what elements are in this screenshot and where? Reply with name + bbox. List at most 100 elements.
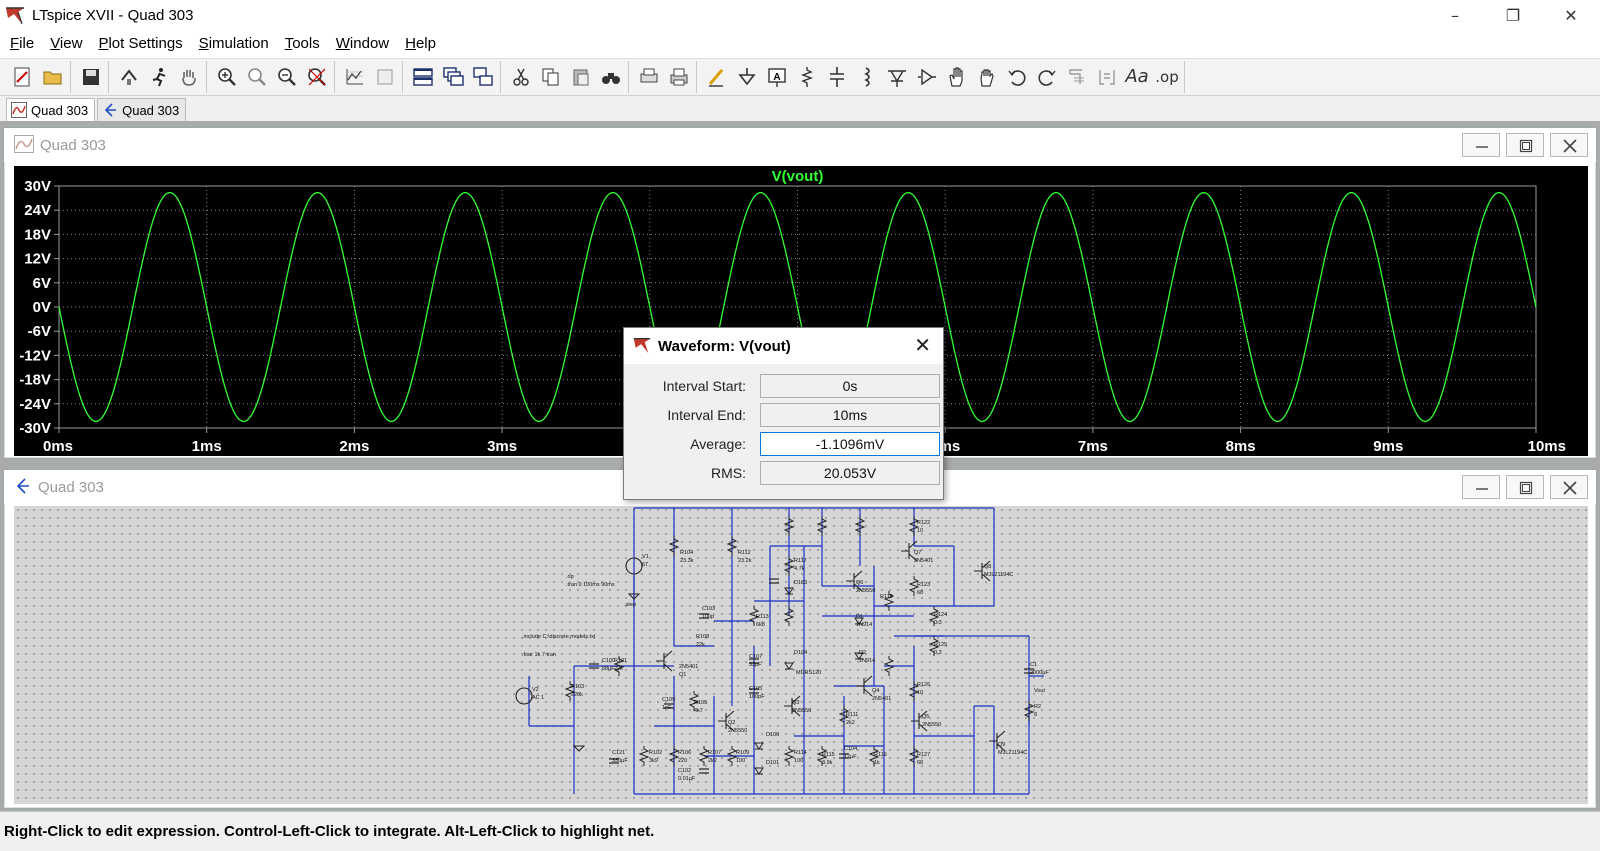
ground-icon[interactable] — [733, 63, 761, 91]
component-label[interactable]: 23.2k — [738, 558, 752, 564]
component-label[interactable]: R123 — [917, 582, 930, 588]
autorange-icon[interactable] — [341, 63, 369, 91]
child-maximize-button[interactable] — [1506, 133, 1544, 157]
component-label[interactable]: R122 — [917, 520, 930, 526]
component-label[interactable]: Q1 — [679, 672, 686, 678]
interval-end-field[interactable]: 10ms — [760, 403, 940, 427]
resistor-symbol[interactable] — [928, 636, 940, 656]
component-label[interactable]: 2N5401 — [914, 558, 933, 564]
resistor-symbol[interactable] — [883, 656, 895, 676]
component-label[interactable]: .include C:\discrete models.txt — [522, 634, 596, 640]
waveform-window-titlebar[interactable]: Quad 303 — [4, 128, 1596, 162]
component-label[interactable]: R109 — [736, 750, 749, 756]
transistor-symbol[interactable] — [974, 560, 991, 582]
component-label[interactable]: 33pF — [749, 662, 762, 668]
ground-symbol[interactable] — [627, 593, 641, 600]
control-panel-icon[interactable] — [115, 63, 143, 91]
component-label[interactable]: C104 — [844, 746, 857, 752]
component-label[interactable]: 330µF — [612, 758, 628, 764]
component-label[interactable]: .tran 0 100ms 90ms — [566, 582, 615, 588]
resistor-symbol[interactable] — [638, 746, 650, 766]
component-label[interactable]: 12µF — [844, 754, 857, 760]
component-label[interactable]: 2N5550 — [728, 728, 747, 734]
component-label[interactable]: 1N914 — [856, 622, 872, 628]
component-label[interactable]: R114 — [794, 750, 807, 756]
resistor-symbol[interactable] — [726, 746, 738, 766]
voltage-source-symbol[interactable] — [625, 557, 643, 575]
component-label[interactable]: .step — [624, 602, 636, 608]
component-label[interactable]: R113 — [756, 614, 769, 620]
cut-icon[interactable] — [507, 63, 535, 91]
component-label[interactable]: 10 — [917, 690, 923, 696]
transistor-symbol[interactable] — [718, 710, 735, 732]
component-label[interactable]: R103 — [571, 684, 584, 690]
component-label[interactable]: 2k2 — [846, 720, 855, 726]
diode-icon[interactable] — [883, 63, 911, 91]
resistor-icon[interactable] — [793, 63, 821, 91]
component-label[interactable]: V1 — [642, 554, 649, 560]
resistor-symbol[interactable] — [668, 746, 680, 766]
tab-waveform[interactable]: Quad 303 — [6, 98, 96, 121]
close-button[interactable]: ✕ — [1564, 5, 1578, 25]
component-label[interactable]: 100 — [736, 758, 745, 764]
component-label[interactable]: 2N5401 — [679, 664, 698, 670]
component-label[interactable]: 4k7 — [694, 708, 703, 714]
component-label[interactable]: R125 — [934, 642, 947, 648]
resistor-symbol[interactable] — [868, 746, 880, 766]
component-label[interactable]: C1 — [1030, 662, 1037, 668]
component-label[interactable]: 100 — [794, 758, 803, 764]
capacitor-icon[interactable] — [823, 63, 851, 91]
transistor-symbol[interactable] — [911, 710, 928, 732]
component-label[interactable]: C107 — [749, 654, 762, 660]
mirror-icon[interactable] — [1093, 63, 1121, 91]
zoom-in-icon[interactable] — [213, 63, 241, 91]
transistor-symbol[interactable] — [989, 730, 1006, 752]
component-label[interactable]: C100 — [602, 658, 615, 664]
component-label[interactable]: .four 1k 7 tran — [522, 652, 556, 658]
transistor-symbol[interactable] — [784, 695, 801, 717]
component-label[interactable]: D2 — [859, 650, 866, 656]
component-label[interactable]: 3k9 — [649, 758, 658, 764]
redo-icon[interactable] — [1033, 63, 1061, 91]
trace-name-label[interactable]: V(vout) — [772, 168, 824, 185]
component-label[interactable]: Q2 — [728, 720, 735, 726]
menu-window[interactable]: Window — [335, 35, 390, 52]
copy-icon[interactable] — [537, 63, 565, 91]
cascade-icon[interactable] — [439, 63, 467, 91]
spice-directive-icon[interactable]: .op — [1155, 67, 1179, 86]
component-label[interactable]: D1 — [856, 614, 863, 620]
menu-view[interactable]: View — [50, 35, 83, 52]
diode-symbol[interactable] — [784, 662, 794, 670]
resistor-symbol[interactable] — [748, 606, 760, 626]
resistor-symbol[interactable] — [854, 516, 866, 536]
drag-icon[interactable] — [973, 63, 1001, 91]
component-label[interactable]: Q7 — [914, 550, 921, 556]
resistor-symbol[interactable] — [688, 691, 700, 711]
component-label[interactable]: R119 — [874, 752, 887, 758]
child-close-button[interactable] — [1550, 475, 1588, 499]
halt-icon[interactable] — [175, 63, 203, 91]
component-label[interactable]: 2k2 — [708, 758, 717, 764]
component-label[interactable]: R127 — [917, 752, 930, 758]
restore-button[interactable]: ❐ — [1505, 5, 1521, 25]
diode-symbol[interactable] — [784, 587, 794, 595]
component-label[interactable]: R117 — [794, 558, 807, 564]
interval-start-field[interactable]: 0s — [760, 374, 940, 398]
resistor-symbol[interactable] — [816, 746, 828, 766]
diode-symbol[interactable] — [854, 617, 864, 625]
resistor-symbol[interactable] — [726, 536, 738, 556]
component-label[interactable]: R112 — [738, 550, 751, 556]
resistor-symbol[interactable] — [908, 516, 920, 536]
component-label[interactable]: 67 — [642, 562, 648, 568]
child-minimize-button[interactable] — [1462, 475, 1500, 499]
component-label[interactable]: 68 — [917, 590, 923, 596]
label-net-icon[interactable]: A — [763, 63, 791, 91]
component-label[interactable]: R124 — [934, 612, 947, 618]
diode-symbol[interactable] — [754, 767, 764, 775]
component-label[interactable]: R107 — [708, 750, 721, 756]
component-label[interactable]: 2N5550 — [792, 708, 811, 714]
component-label[interactable]: Vout — [1034, 688, 1045, 694]
